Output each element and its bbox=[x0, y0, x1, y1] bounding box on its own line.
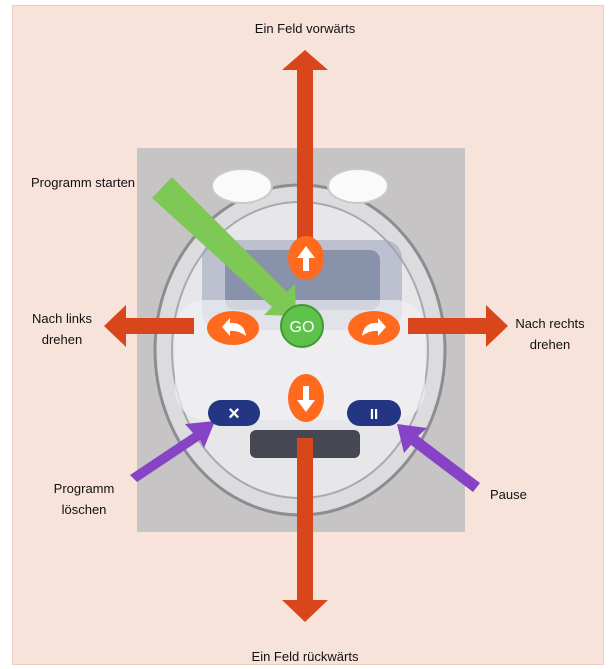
purple-arrows bbox=[130, 421, 480, 492]
backward-arrow bbox=[282, 438, 328, 622]
label-start: Programm starten bbox=[31, 175, 136, 190]
right-sensor-bump bbox=[327, 168, 389, 204]
forward-arrow bbox=[282, 50, 328, 242]
go-button-label: GO bbox=[290, 319, 315, 336]
label-forward: Ein Feld vorwärts bbox=[254, 21, 356, 36]
orange-direction-arrows bbox=[104, 50, 508, 622]
clear-arrow bbox=[130, 421, 215, 482]
go-button bbox=[280, 304, 324, 348]
label-pause: Pause bbox=[490, 487, 527, 502]
turn-right-arrow bbox=[408, 305, 508, 347]
up-arrow-icon bbox=[297, 246, 315, 271]
down-arrow-icon bbox=[297, 386, 315, 412]
label-turn-right-line2: drehen bbox=[529, 337, 571, 352]
left-sensor-bump bbox=[211, 168, 273, 204]
label-turn-right: Nach rechts drehen bbox=[500, 313, 600, 355]
label-backward: Ein Feld rückwärts bbox=[251, 649, 359, 664]
turn-left-icon bbox=[222, 318, 246, 336]
turn-left-arrow bbox=[104, 305, 194, 347]
label-turn-left: Nach links drehen bbox=[8, 308, 116, 350]
label-clear-program: Programm löschen bbox=[38, 478, 130, 520]
clear-icon: × bbox=[228, 403, 240, 425]
turn-right-icon bbox=[362, 318, 386, 336]
label-clear-line1: Programm bbox=[53, 481, 115, 496]
pause-arrow bbox=[397, 424, 480, 492]
pause-button bbox=[347, 400, 401, 426]
label-turn-left-line1: Nach links bbox=[32, 311, 92, 326]
orange-buttons bbox=[207, 236, 400, 422]
pause-icon: II bbox=[370, 406, 378, 423]
clear-button bbox=[208, 400, 260, 426]
label-turn-left-line2: drehen bbox=[41, 332, 83, 347]
label-turn-right-line1: Nach rechts bbox=[515, 316, 585, 331]
start-arrow bbox=[152, 177, 296, 316]
label-clear-line2: löschen bbox=[61, 502, 107, 517]
